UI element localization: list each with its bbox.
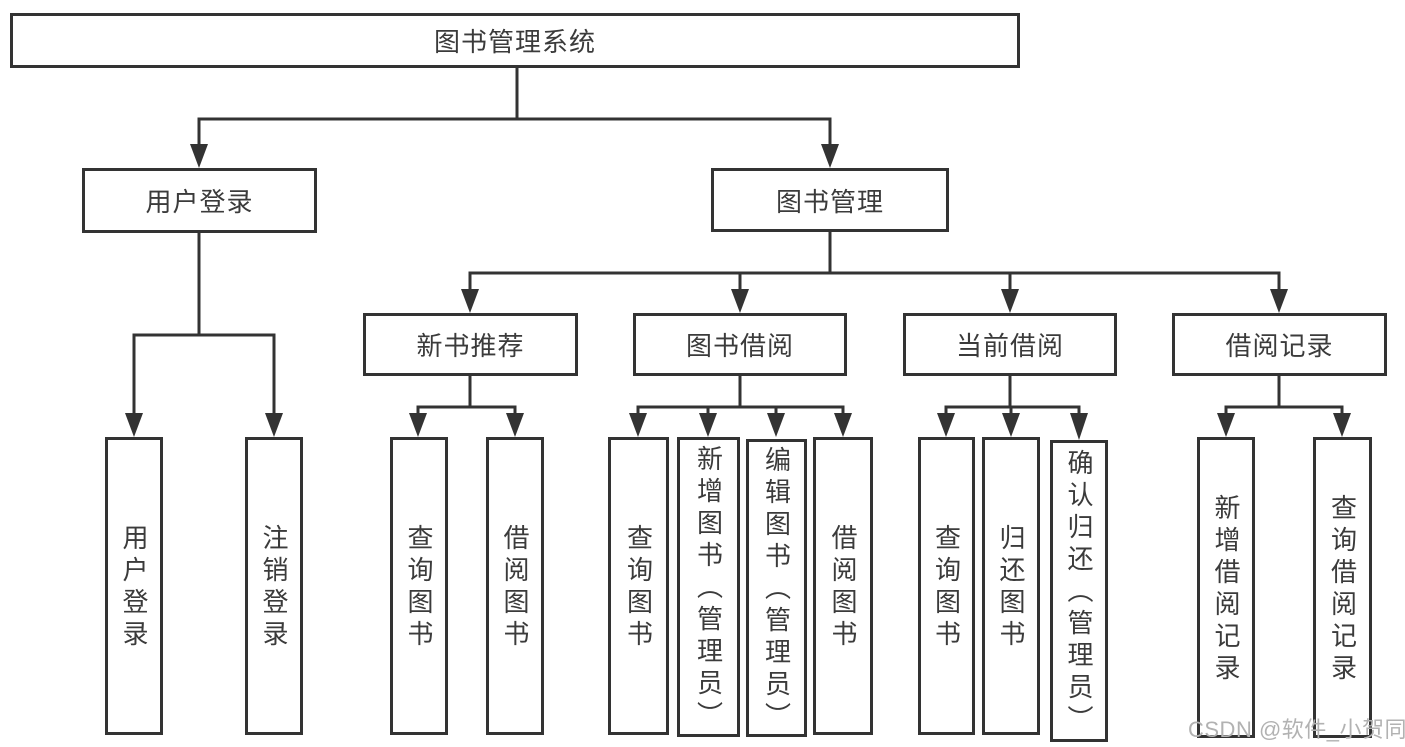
connector-current-borrow-group [937, 376, 1088, 440]
leaf-confirm-return-admin: 确认归还（管理员） [1050, 440, 1108, 742]
connector-book-management-to-level3 [461, 232, 1288, 313]
leaf-borrow-books-recommend: 借阅图书 [486, 437, 544, 735]
leaf-query-books-current: 查询图书 [918, 437, 975, 735]
node-book-borrowing: 图书借阅 [633, 313, 847, 376]
leaf-logout: 注销登录 [245, 437, 303, 735]
node-library-management-system: 图书管理系统 [10, 13, 1020, 68]
leaf-user-login: 用户登录 [105, 437, 163, 735]
leaf-edit-books-admin: 编辑图书（管理员） [746, 439, 807, 737]
connector-new-book-group [409, 376, 524, 437]
node-user-login: 用户登录 [82, 168, 317, 233]
connector-root-to-level2 [190, 68, 839, 168]
node-new-book-recommendation: 新书推荐 [363, 313, 578, 376]
leaf-borrow-books: 借阅图书 [813, 437, 873, 735]
node-book-management: 图书管理 [711, 168, 949, 232]
node-borrowing-records: 借阅记录 [1172, 313, 1387, 376]
leaf-add-books-admin: 新增图书（管理员） [677, 437, 740, 737]
leaf-query-books-borrow: 查询图书 [608, 437, 669, 735]
leaf-add-borrow-record: 新增借阅记录 [1197, 437, 1255, 738]
csdn-watermark: CSDN @软件_小贺同学 [1188, 717, 1405, 742]
leaf-return-books: 归还图书 [982, 437, 1040, 735]
node-current-borrowing: 当前借阅 [903, 313, 1117, 376]
connector-book-borrow-group [629, 376, 852, 437]
connector-borrow-record-group [1217, 376, 1351, 437]
connector-user-login-group [125, 233, 283, 437]
leaf-query-books-recommend: 查询图书 [390, 437, 448, 735]
leaf-query-borrow-record: 查询借阅记录 [1313, 437, 1372, 738]
